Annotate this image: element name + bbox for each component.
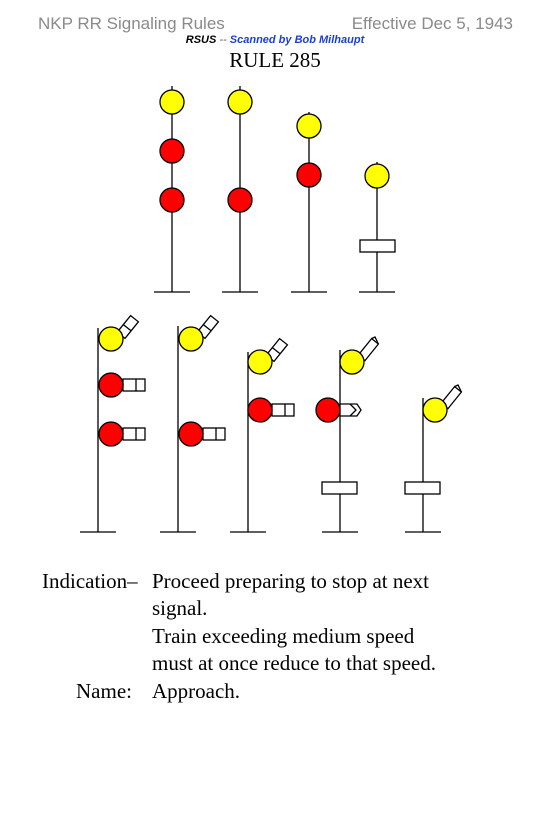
source-prefix: RSUS [185,34,217,46]
yellow-light [296,113,322,139]
semaphore-signal-3 [230,337,295,533]
semaphore-signal-4 [315,336,380,533]
yellow-light [178,326,204,352]
horizontal-blade [122,378,146,392]
source-credit: RSUS -- Scanned by Bob Milhaupt [0,34,550,46]
yellow-light [364,163,390,189]
yellow-light [422,397,448,423]
red-light [315,397,341,423]
red-light [98,372,124,398]
semaphore-signal-1 [80,314,146,533]
indication-line-2: signal. [152,596,208,620]
name-label: Name: [76,679,132,703]
number-plate [359,239,396,253]
indication-line-4: must at once reduce to that speed. [152,651,436,675]
color-light-signal-4 [359,162,396,293]
yellow-light [98,326,124,352]
name-value: Approach. [152,679,241,703]
effective-date: Effective Dec 5, 1943 [351,14,513,33]
indication-line-1: Proceed preparing to stop at next [152,569,429,593]
horizontal-blade [122,427,146,441]
red-light [296,162,322,188]
red-light [98,421,124,447]
red-light [247,397,273,423]
semaphore-signal-2 [160,314,226,533]
yellow-light [159,89,185,115]
scanner-credit: Scanned by Bob Milhaupt [229,34,365,46]
red-light [159,138,185,164]
yellow-light [247,349,273,375]
indication-label: Indication– [42,569,138,593]
red-light [227,187,253,213]
rule-title: RULE 285 [229,48,321,72]
color-light-signal-1 [154,86,190,293]
source-separator: -- [219,34,227,46]
number-plate [321,481,358,495]
pointed-horizontal-blade [339,403,362,417]
yellow-light [227,89,253,115]
color-light-signal-2 [222,86,258,293]
red-light [178,421,204,447]
color-light-signal-3 [291,112,327,293]
horizontal-blade [202,427,226,441]
horizontal-blade [271,403,295,417]
indication-line-3: Train exceeding medium speed [152,624,415,648]
semaphore-signal-5 [404,384,463,533]
number-plate [404,481,441,495]
indication-dash: – [127,569,138,593]
railroad-header: NKP RR Signaling Rules [38,14,225,33]
red-light [159,187,185,213]
yellow-light [339,349,365,375]
